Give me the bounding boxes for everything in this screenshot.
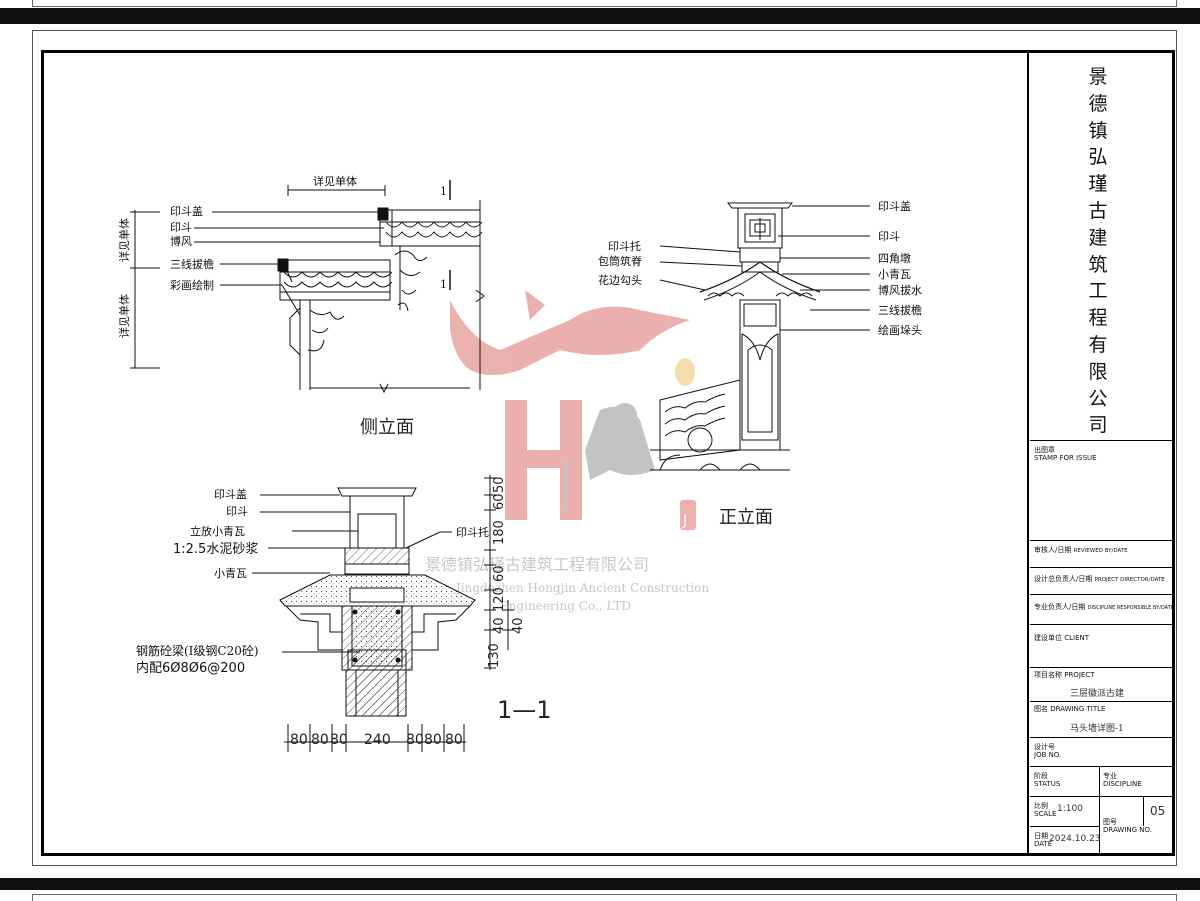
side-label-0: 印斗盖	[170, 204, 203, 218]
scale-value: 1:100	[1057, 804, 1083, 814]
tb-vdivider	[1143, 796, 1144, 826]
drawing-title-value: 马头墙详图-1	[1070, 724, 1124, 734]
tb-divider	[1030, 796, 1173, 797]
project-value: 三层徽派古建	[1070, 689, 1125, 699]
watermark-cn: 景德镇弘瑾古建筑工程有限公司	[425, 555, 649, 574]
bottom-band	[0, 878, 1200, 890]
front-elevation	[650, 202, 870, 471]
section-view-title: 1—1	[497, 696, 552, 724]
hdim-2: 80	[330, 732, 348, 748]
front-label-right-5: 三线拔檐	[878, 303, 922, 317]
hdim-3: 240	[364, 732, 391, 748]
front-label-right-2: 四角墩	[878, 251, 911, 265]
tb-divider	[1030, 567, 1173, 568]
section-label-3: 1:2.5水泥砂浆	[173, 542, 258, 557]
vdim-7: 130	[487, 643, 502, 668]
vdim-5: 40	[492, 617, 507, 634]
section-rebar-line1: 钢筋砼梁(Ⅰ级钢C20砼)	[136, 643, 259, 658]
section-view	[252, 475, 514, 752]
side-view-title: 侧立面	[360, 417, 414, 438]
company-name: 景德镇弘瑾古建筑工程有限公司	[1088, 66, 1108, 437]
vdim-0: 50	[492, 476, 507, 493]
front-label-left-1: 包筒筑脊	[598, 254, 642, 268]
hdim-4: 80	[406, 732, 424, 748]
section-label-0: 印斗盖	[214, 487, 247, 501]
side-label-3: 三线拔檐	[170, 257, 214, 271]
side-label-4: 彩画绘制	[170, 278, 214, 292]
drawing-border	[41, 50, 1175, 856]
watermark-mark: J	[682, 513, 687, 529]
side-note-upper: 详见单体	[117, 218, 131, 262]
front-label-left-0: 印斗托	[608, 239, 641, 253]
tb-divider	[1030, 540, 1173, 541]
top-band	[0, 8, 1200, 24]
side-section-mark-1: 1	[440, 185, 447, 198]
front-view-title: 正立面	[719, 507, 773, 528]
vdim-6: 40	[511, 617, 526, 634]
side-label-1: 印斗	[170, 221, 192, 234]
section-rebar-line2: 内配6Ø8Ø6@200	[136, 660, 245, 676]
vdim-3: 60	[492, 565, 507, 582]
tb-divider	[1030, 594, 1173, 595]
hdim-6: 80	[445, 732, 463, 748]
side-top-note: 详见单体	[313, 174, 357, 188]
hdim-1: 80	[311, 732, 329, 748]
hdim-0: 80	[290, 732, 308, 748]
vdim-1: 60	[492, 493, 507, 510]
tb-divider	[1030, 440, 1173, 441]
side-label-2: 博风	[170, 235, 192, 248]
tb-divider	[1030, 701, 1173, 702]
section-label-4: 小青瓦	[214, 567, 247, 580]
front-label-right-4: 博风拔水	[878, 283, 922, 297]
tb-divider	[1030, 737, 1173, 738]
tb-divider	[1030, 624, 1173, 625]
front-label-left-2: 花边勾头	[598, 274, 642, 287]
side-section-mark-2: 1	[440, 278, 447, 291]
tb-vdivider	[1099, 766, 1100, 856]
reviewed-label: 审核人/日期 REVIEWED BY/DATE	[1034, 546, 1128, 554]
tb-divider	[1030, 826, 1100, 827]
tb-divider	[1030, 766, 1173, 767]
project-label: 项目名称 PROJECT	[1034, 671, 1095, 679]
discipline-resp-label: 专业负责人/日期 DISCIPLINE RESPONSIBLE BY/DATE	[1034, 603, 1174, 611]
side-elevation	[130, 180, 485, 394]
tb-divider	[1030, 667, 1173, 668]
section-label-2: 立放小青瓦	[190, 524, 245, 538]
side-note-lower: 详见单体	[117, 294, 131, 338]
watermark-logo	[450, 290, 696, 530]
bottom-sheet-edge	[32, 894, 1177, 901]
section-label-right: 印斗托	[456, 525, 489, 539]
front-label-right-0: 印斗盖	[878, 199, 911, 213]
drawing-no-value: 05	[1150, 804, 1166, 818]
section-label-1: 印斗	[226, 505, 248, 518]
title-block	[1027, 50, 1175, 856]
drawing-title-label: 图名 DRAWING TITLE	[1034, 705, 1106, 713]
watermark-en1: Jingdezhen Hongjin Ancient Construction	[454, 581, 709, 595]
date-value: 2024.10.23	[1049, 834, 1101, 844]
front-label-right-3: 小青瓦	[878, 268, 911, 281]
top-sheet-edge	[32, 0, 1177, 7]
director-label: 设计总负责人/日期 PROJECT DIRECTOR/DATE	[1034, 575, 1165, 583]
front-label-right-1: 印斗	[878, 230, 900, 243]
watermark-en2: Engineering Co., LTD	[500, 599, 631, 613]
vdim-4: 120	[492, 587, 507, 612]
front-label-right-6: 绘画垛头	[878, 323, 922, 337]
client-label: 建设单位 CLIENT	[1034, 634, 1090, 642]
hdim-5: 80	[424, 732, 442, 748]
vdim-2: 180	[492, 520, 507, 545]
